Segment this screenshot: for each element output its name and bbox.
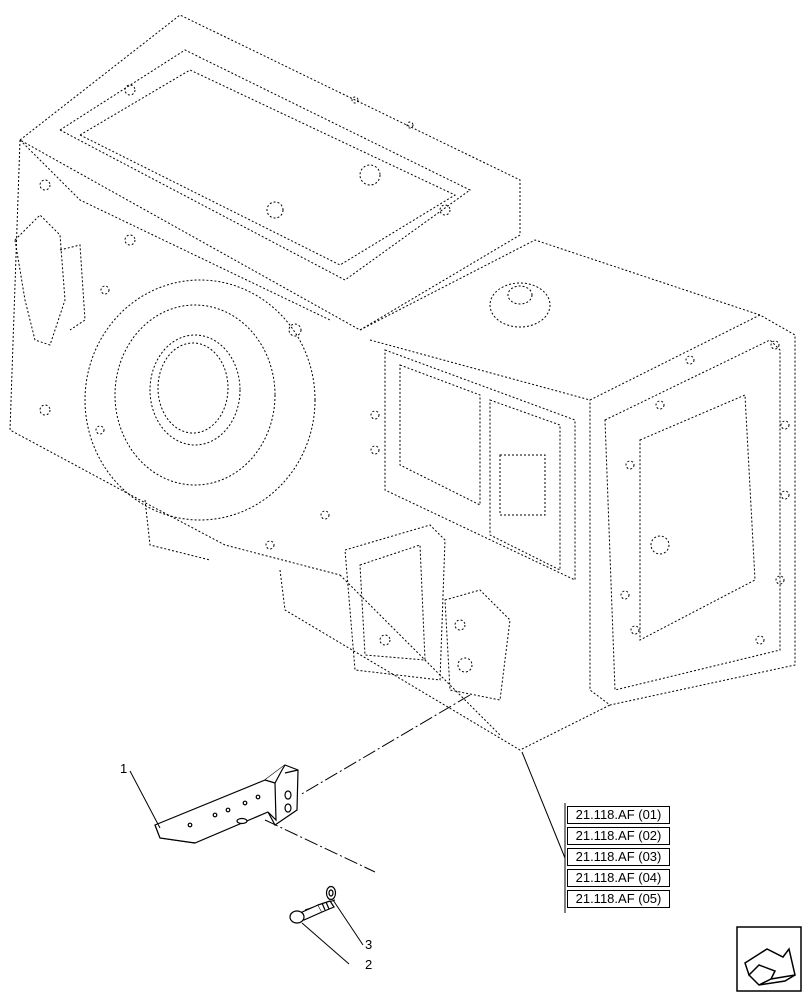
reference-link-1[interactable]: 21.118.AF (01): [567, 806, 670, 824]
callout-1: 1: [120, 761, 128, 776]
reference-link-3[interactable]: 21.118.AF (03): [567, 848, 670, 866]
washer-part: [325, 885, 337, 901]
transmission-housing: [9, 14, 796, 751]
callout-2: 2: [365, 957, 373, 972]
callout-3: 3: [365, 937, 373, 952]
reference-link-5[interactable]: 21.118.AF (05): [567, 890, 670, 908]
next-page-arrow-icon[interactable]: [736, 926, 802, 992]
leader-lines: [129, 751, 566, 965]
reference-link-2[interactable]: 21.118.AF (02): [567, 827, 670, 845]
reference-link-4[interactable]: 21.118.AF (04): [567, 869, 670, 887]
bracket-part: [154, 764, 299, 844]
bolt-part: [289, 900, 335, 924]
